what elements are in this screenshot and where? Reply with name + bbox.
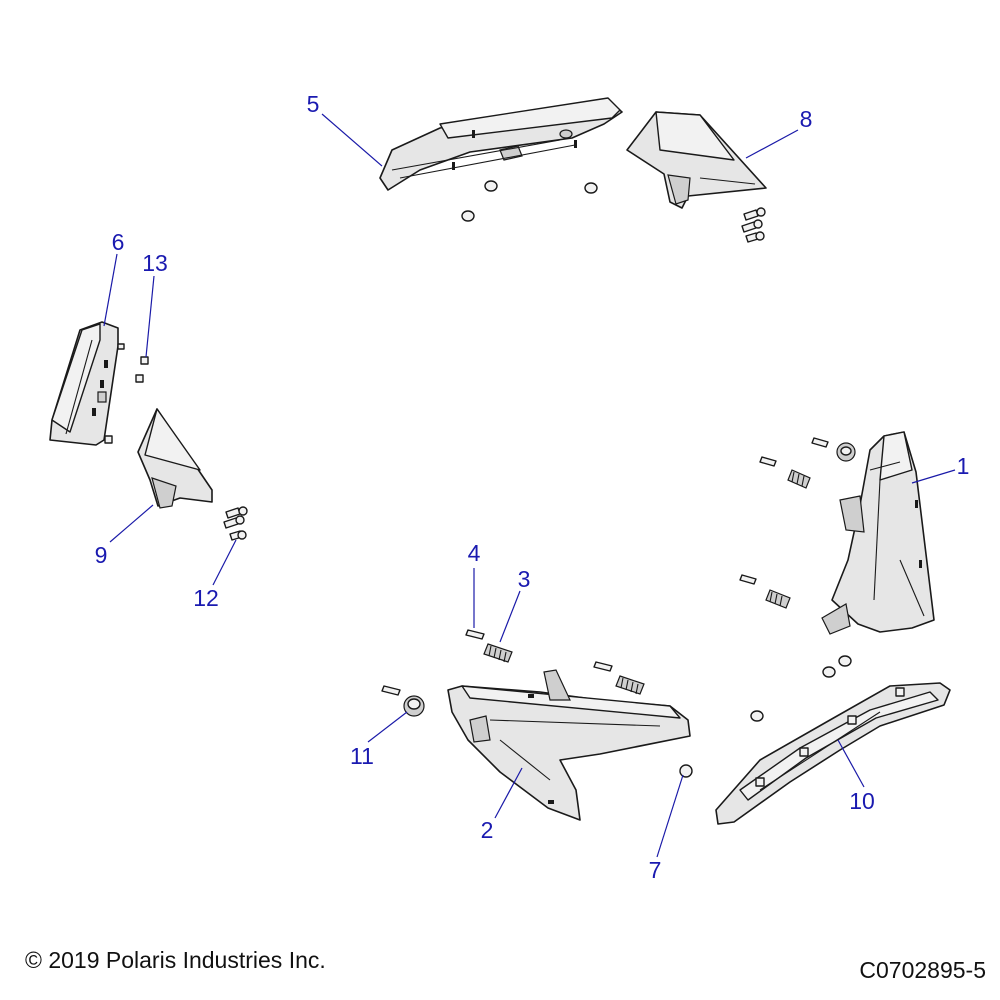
part-13-clips bbox=[104, 356, 149, 444]
callout-2: 2 bbox=[481, 817, 494, 843]
leader-8 bbox=[745, 129, 799, 159]
callout-4: 4 bbox=[468, 540, 481, 566]
part-5-nuts bbox=[461, 180, 598, 222]
part-1-hardware bbox=[739, 437, 856, 609]
callout-5: 5 bbox=[307, 91, 320, 117]
leader-2 bbox=[494, 767, 523, 819]
callout-12: 12 bbox=[193, 585, 219, 611]
drawing-number: C0702895-5 bbox=[859, 957, 986, 983]
part-1-panel bbox=[821, 431, 935, 635]
leader-6 bbox=[103, 253, 118, 327]
callout-8: 8 bbox=[800, 106, 813, 132]
leader-5 bbox=[321, 113, 383, 167]
callout-10: 10 bbox=[849, 788, 875, 814]
callout-13: 13 bbox=[142, 250, 168, 276]
leader-9 bbox=[109, 504, 154, 543]
part-11-grommet bbox=[403, 695, 425, 717]
leader-13 bbox=[145, 275, 155, 358]
callout-labels: 1 2 3 4 5 6 7 8 9 10 11 12 13 bbox=[95, 91, 970, 883]
callout-7: 7 bbox=[649, 857, 662, 883]
leader-1 bbox=[911, 469, 956, 484]
part-7-grommet bbox=[679, 764, 693, 778]
leader-11 bbox=[367, 711, 408, 743]
leader-10 bbox=[837, 739, 865, 788]
part-10-nuts bbox=[750, 655, 852, 722]
part-8-cover bbox=[626, 111, 767, 209]
leader-lines bbox=[103, 113, 956, 858]
callout-6: 6 bbox=[112, 229, 125, 255]
part-9-cover bbox=[137, 408, 213, 509]
leader-3 bbox=[499, 590, 521, 643]
part-2-panel bbox=[447, 669, 691, 821]
part-6-panel bbox=[49, 321, 125, 446]
callout-11: 11 bbox=[350, 743, 374, 769]
leader-12 bbox=[212, 539, 237, 586]
copyright-notice: © 2019 Polaris Industries Inc. bbox=[25, 947, 326, 973]
callout-1: 1 bbox=[957, 453, 970, 479]
part-3-4-hardware bbox=[381, 629, 645, 696]
part-10-rail bbox=[715, 682, 951, 825]
part-12-screws bbox=[223, 506, 248, 541]
leader-7 bbox=[656, 774, 684, 858]
part-5-panel bbox=[379, 97, 623, 191]
callout-3: 3 bbox=[518, 566, 531, 592]
callout-9: 9 bbox=[95, 542, 108, 568]
part-8-screws bbox=[741, 207, 766, 243]
